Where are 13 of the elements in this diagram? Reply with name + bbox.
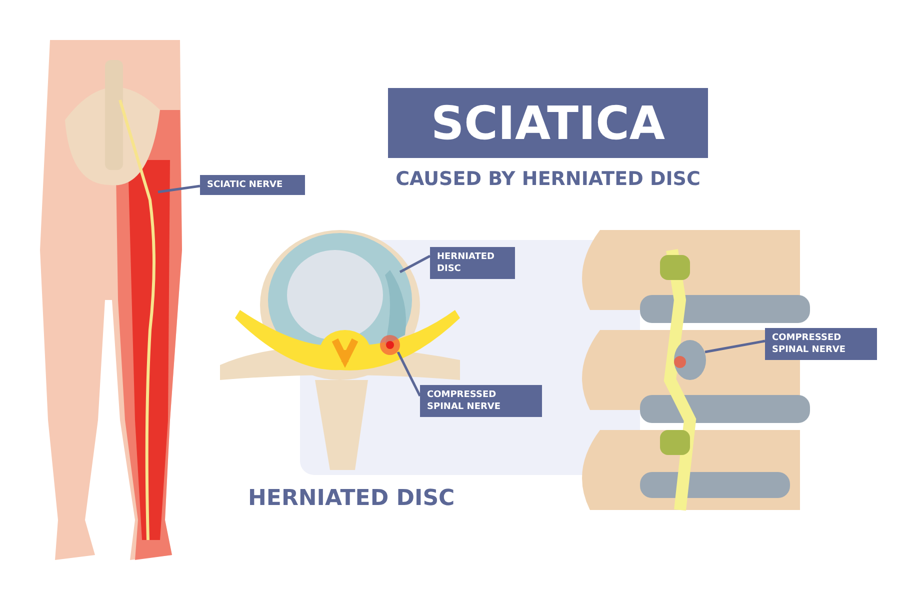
subtitle: CAUSED BY HERNIATED DISC xyxy=(394,168,702,190)
nerve-highlight xyxy=(118,100,156,540)
callout-label: COMPRESSED SPINAL NERVE xyxy=(420,385,542,417)
leader-line xyxy=(704,340,766,354)
nerve-highlight xyxy=(674,340,706,380)
callout-label: SCIATIC NERVE xyxy=(200,175,305,195)
leader-line xyxy=(399,254,431,274)
nerve-highlight xyxy=(380,335,400,355)
leader-line xyxy=(396,351,422,397)
title: SCIATICA xyxy=(388,88,708,158)
section-label: HERNIATED DISC xyxy=(248,486,456,511)
callout-label: HERNIATED DISC xyxy=(430,247,515,279)
callout-label: COMPRESSED SPINAL NERVE xyxy=(765,328,877,360)
